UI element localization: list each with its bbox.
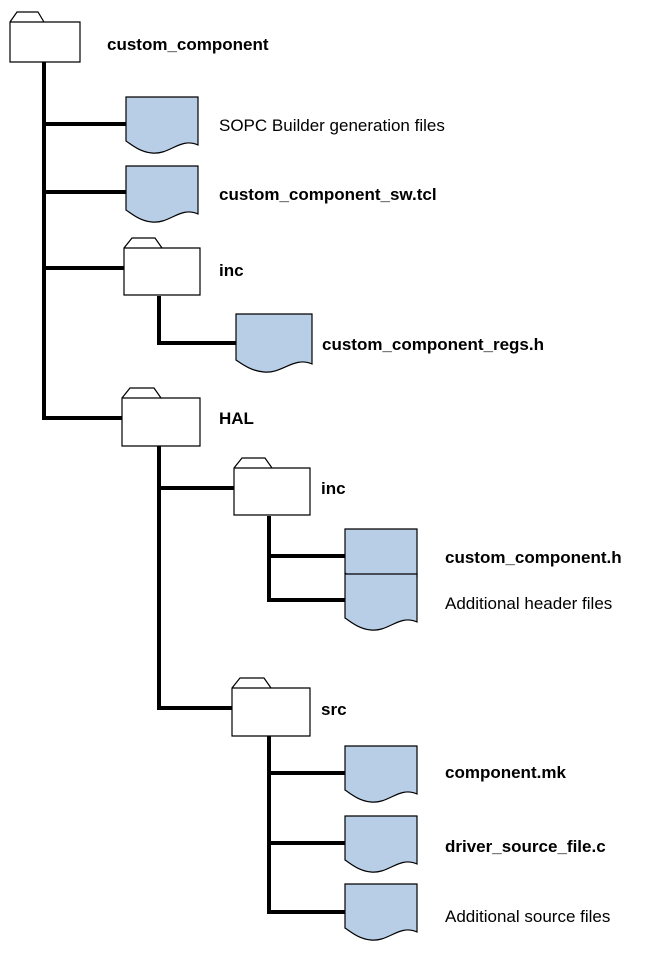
- label-root: custom_component: [107, 35, 269, 54]
- label-add-sources: Additional source files: [445, 907, 610, 926]
- label-add-headers: Additional header files: [445, 594, 612, 613]
- label-regs-h: custom_component_regs.h: [322, 335, 544, 354]
- file-icon: [125, 96, 199, 154]
- folder-icon: [123, 237, 201, 296]
- folder-icon: [231, 677, 311, 737]
- file-icon: [344, 745, 418, 803]
- folder-icon: [9, 11, 81, 63]
- label-component-h: custom_component.h: [445, 548, 622, 567]
- folder-icon: [233, 457, 311, 516]
- label-sw-tcl: custom_component_sw.tcl: [219, 185, 437, 204]
- label-component-mk: component.mk: [445, 763, 566, 782]
- label-sopc-files: SOPC Builder generation files: [219, 116, 445, 135]
- tree-connectors: [42, 60, 347, 914]
- file-icon: [344, 883, 418, 941]
- file-icon: [125, 165, 199, 223]
- file-icon: [344, 573, 418, 631]
- folder-icon: [121, 387, 201, 447]
- file-icon: [235, 313, 313, 373]
- label-inc: inc: [219, 261, 244, 280]
- label-hal-inc: inc: [321, 479, 346, 498]
- label-driver-c: driver_source_file.c: [445, 837, 606, 856]
- file-icon: [344, 815, 418, 873]
- label-hal: HAL: [219, 409, 254, 428]
- label-hal-src: src: [321, 700, 347, 719]
